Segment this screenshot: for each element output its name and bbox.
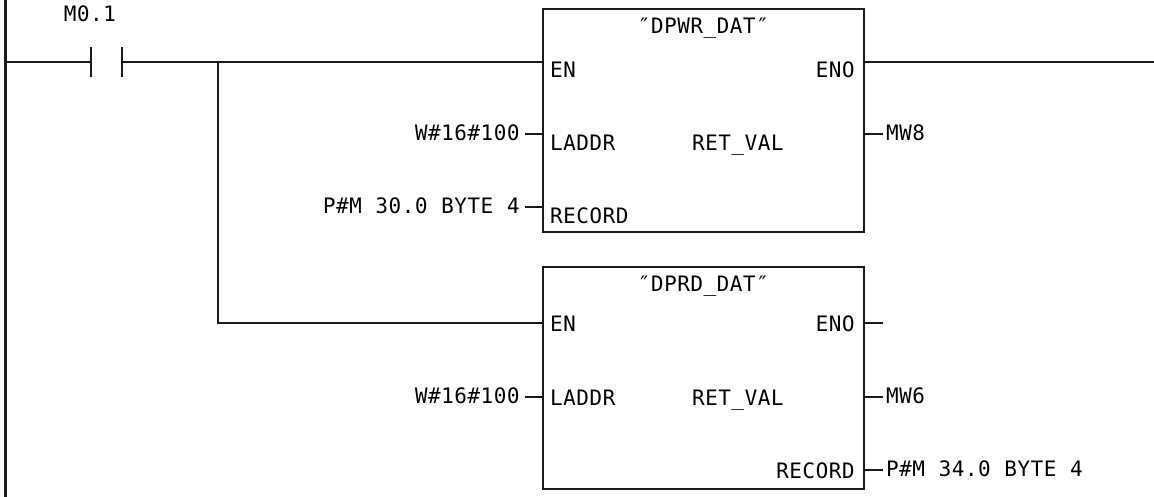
block2-title: ″DPRD_DAT″ — [637, 272, 770, 296]
block2-record-stub — [865, 469, 883, 471]
block1-pin-laddr: LADDR — [550, 131, 616, 155]
block1-laddr-stub — [525, 133, 543, 135]
contact-left-bar[interactable] — [90, 47, 92, 77]
block1-eno-rung — [865, 61, 1154, 63]
function-block-dprd-dat[interactable]: ″DPRD_DAT″ EN ENO LADDR RET_VAL RECORD — [542, 266, 865, 490]
block2-ret-val-stub — [865, 396, 883, 398]
block2-ret-val-operand[interactable]: MW6 — [886, 384, 926, 408]
rung-segment-contact-to-block1-en — [121, 61, 543, 63]
block1-record-operand[interactable]: P#M 30.0 BYTE 4 — [322, 194, 520, 218]
block1-pin-ret-val: RET_VAL — [692, 131, 785, 155]
block1-laddr-operand[interactable]: W#16#100 — [414, 121, 520, 145]
block1-record-stub — [525, 206, 543, 208]
block2-pin-record: RECORD — [776, 459, 855, 483]
block2-pin-en: EN — [550, 312, 577, 336]
block2-pin-ret-val: RET_VAL — [692, 386, 785, 410]
block2-eno-stub — [865, 322, 883, 324]
branch-horizontal-to-block2-en — [217, 322, 543, 324]
block1-ret-val-operand[interactable]: MW8 — [886, 121, 926, 145]
block1-title: ″DPWR_DAT″ — [637, 14, 770, 38]
block2-pin-eno: ENO — [815, 312, 855, 336]
block2-laddr-operand[interactable]: W#16#100 — [414, 384, 520, 408]
left-power-rail — [4, 0, 7, 497]
function-block-dpwr-dat[interactable]: ″DPWR_DAT″ EN ENO LADDR RET_VAL RECORD — [542, 8, 865, 233]
block1-pin-en: EN — [550, 58, 577, 82]
block2-laddr-stub — [525, 396, 543, 398]
block1-pin-eno: ENO — [815, 58, 855, 82]
rung-segment-rail-to-contact — [4, 61, 90, 63]
branch-vertical-wire — [217, 61, 219, 324]
block1-ret-val-stub — [865, 133, 883, 135]
block2-pin-laddr: LADDR — [550, 386, 616, 410]
contact-address-label: M0.1 — [63, 2, 117, 26]
block2-record-operand[interactable]: P#M 34.0 BYTE 4 — [886, 457, 1084, 481]
block1-pin-record: RECORD — [550, 204, 629, 228]
